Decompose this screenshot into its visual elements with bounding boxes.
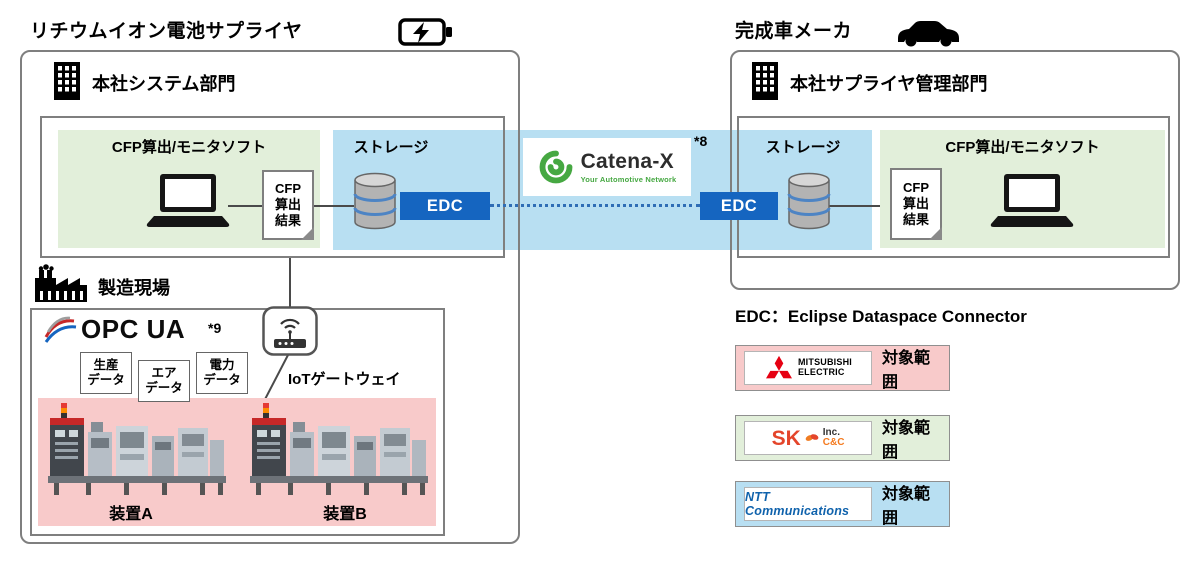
- cfp-result-label: CFP 算出 結果: [902, 179, 929, 228]
- mitsubishi-wordmark: MITSUBISHI ELECTRIC: [797, 357, 852, 378]
- connector-edc-dataspace: [490, 204, 700, 207]
- edc-right-box: EDC: [700, 192, 778, 220]
- supplier-system-box: [40, 116, 505, 258]
- catena-x-name: Catena-X: [580, 150, 674, 173]
- supplier-storage-label: ストレージ: [353, 139, 429, 156]
- catena-x-box: Catena-X Your Automotive Network: [523, 138, 691, 196]
- building-icon: [54, 62, 80, 100]
- sk-inc-label: Inc.: [822, 427, 840, 438]
- oem-outer-box: [730, 50, 1180, 290]
- equipment-a-label: 装置A: [109, 506, 153, 523]
- catena-x-tagline: Your Automotive Network: [580, 175, 677, 184]
- oem-cfp-title: CFP算出/モニタソフト: [945, 139, 1100, 156]
- cfp-result-doc: CFP 算出 結果: [890, 168, 942, 240]
- catena-x-icon: [539, 150, 572, 184]
- footnote-9: *9: [208, 320, 222, 336]
- data-tag-label: 電力 データ: [203, 358, 241, 387]
- ntt-wordmark: NTT Communications: [745, 490, 850, 518]
- legend-sk: SK Inc. C&C 対象範囲: [735, 415, 950, 461]
- battery-icon: [398, 18, 452, 46]
- supplier-outer-box: [20, 50, 520, 544]
- database-icon: [787, 172, 831, 230]
- ntt-logo: NTT Communications: [744, 487, 872, 521]
- oem-storage-label: ストレージ: [765, 139, 841, 156]
- data-tag-label: エア データ: [145, 366, 183, 395]
- laptop-icon: [146, 174, 230, 227]
- catena-x-wordmark: Catena-X Your Automotive Network: [581, 150, 677, 184]
- scope-label: 対象範囲: [882, 420, 931, 461]
- opc-ua-text: OPC UA: [81, 314, 186, 344]
- equipment-b-label: 装置B: [323, 506, 367, 523]
- laptop-icon: [990, 174, 1074, 227]
- sk-wordmark: SK: [771, 426, 801, 450]
- equipment-a-machine-icon: [48, 403, 226, 495]
- footnote-8: *8: [694, 133, 708, 149]
- data-tag-label: 生産 データ: [87, 358, 125, 387]
- mitsubishi-diamonds-icon: [765, 355, 792, 379]
- data-tag-production: 生産 データ: [80, 352, 132, 394]
- scope-label: 対象範囲: [882, 486, 931, 527]
- iot-gateway-icon: [262, 306, 318, 356]
- mitsubishi-logo: MITSUBISHI ELECTRIC: [744, 351, 872, 385]
- oem-hq-title: 本社サプライヤ管理部門: [790, 74, 988, 94]
- sk-cc-label: C&C: [822, 437, 845, 448]
- opc-ua-swoosh-icon: [44, 316, 77, 343]
- sk-suffix-block: Inc. C&C: [823, 428, 845, 448]
- supplier-hq-title: 本社システム部門: [92, 74, 236, 94]
- sk-logo: SK Inc. C&C: [744, 421, 872, 455]
- edc-definition: EDC：Eclipse Dataspace Connector: [735, 307, 1027, 326]
- data-tag-air: エア データ: [138, 360, 190, 402]
- cfp-result-label: CFP 算出 結果: [274, 180, 301, 229]
- factory-icon: [35, 264, 87, 302]
- connector-system-gateway: [289, 258, 291, 308]
- database-icon: [353, 172, 397, 230]
- legend-ntt: NTT Communications 対象範囲: [735, 481, 950, 527]
- opc-ua-logo: OPC UA: [44, 314, 185, 345]
- edc-left-box: EDC: [400, 192, 490, 220]
- scope-label: 対象範囲: [882, 350, 931, 391]
- oem-header: 完成車メーカ: [735, 21, 853, 42]
- sk-butterfly-icon: [805, 434, 819, 441]
- mitsubishi-line2: ELECTRIC: [797, 367, 845, 377]
- factory-title: 製造現場: [98, 278, 170, 298]
- equipment-b-machine-icon: [250, 403, 428, 495]
- mitsubishi-line1: MITSUBISHI: [797, 357, 852, 368]
- supplier-cfp-title: CFP算出/モニタソフト: [111, 139, 267, 156]
- building-icon: [752, 62, 778, 100]
- oem-system-box: [737, 116, 1170, 258]
- cfp-result-doc: CFP 算出 結果: [262, 170, 314, 240]
- supplier-header: リチウムイオン電池サプライヤ: [30, 21, 303, 42]
- iot-gateway-label: IoTゲートウェイ: [288, 371, 401, 388]
- car-icon: [898, 21, 959, 47]
- factory-box: [30, 308, 445, 536]
- legend-mitsubishi: MITSUBISHI ELECTRIC 対象範囲: [735, 345, 950, 391]
- data-tag-power: 電力 データ: [196, 352, 248, 394]
